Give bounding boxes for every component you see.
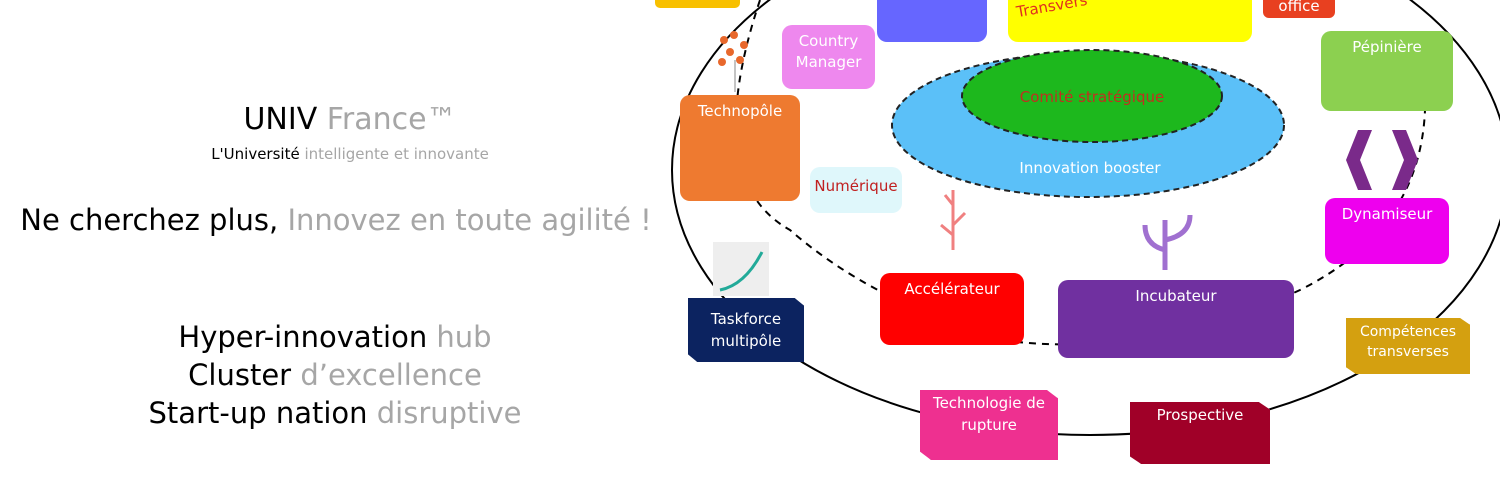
brand-main: UNIV — [243, 102, 318, 137]
incubateur-box[interactable]: Incubateur — [1058, 280, 1294, 358]
outer-circle — [671, 0, 1500, 436]
competences-tag[interactable]: Compétences transverses — [1346, 318, 1470, 374]
flowers-icon — [718, 31, 748, 92]
comite-ellipse — [961, 49, 1223, 143]
technologie-tag[interactable]: Technologie de rupture — [920, 390, 1058, 460]
slogan: Ne cherchez plus, Innovez en toute agili… — [0, 203, 672, 237]
prospective-tag[interactable]: Prospective — [1130, 402, 1270, 464]
hub-lines: Hyper-innovation hub Cluster d’excellenc… — [100, 318, 570, 432]
leaf-icon — [1142, 214, 1193, 270]
accelerateur-box[interactable]: Accélérateur — [880, 273, 1024, 345]
transversal-box[interactable]: Transvers — [1008, 0, 1252, 42]
pepiniere-box[interactable]: Pépinière — [1321, 31, 1453, 111]
yellow-box[interactable] — [655, 0, 740, 8]
graduates-image — [713, 242, 769, 296]
tagline-rest: intelligente et innovante — [304, 145, 489, 163]
dynamiseur-box[interactable]: Dynamiseur — [1325, 198, 1449, 264]
chevrons-icon — [1346, 130, 1418, 190]
tagline: L'Université intelligente et innovante — [120, 145, 580, 163]
country-manager-box[interactable]: Country Manager — [782, 25, 875, 89]
slogan-main: Ne cherchez plus, — [20, 203, 279, 237]
tagline-bold: L'Université — [211, 145, 300, 163]
line-main: Start-up nation — [148, 396, 368, 430]
sprout-icon — [940, 190, 967, 250]
technopole-box[interactable]: Technopôle — [680, 95, 800, 201]
line-main: Hyper-innovation — [178, 320, 428, 354]
line-rest: hub — [436, 320, 492, 354]
comite-label[interactable]: Comité stratégique — [1019, 88, 1165, 106]
line-rest: disruptive — [376, 396, 522, 430]
brand-title: UNIV France™ — [180, 102, 520, 137]
hub-line: Hyper-innovation hub — [100, 318, 570, 356]
blue-box[interactable] — [877, 0, 987, 42]
hub-line: Cluster d’excellence — [100, 356, 570, 394]
line-rest: d’excellence — [300, 358, 482, 392]
line-main: Cluster — [188, 358, 292, 392]
office-box[interactable]: office — [1263, 0, 1335, 18]
transversal-label: Transvers — [1014, 0, 1089, 22]
hub-line: Start-up nation disruptive — [100, 394, 570, 432]
booster-label[interactable]: Innovation booster — [1019, 159, 1161, 177]
numerique-box[interactable]: Numérique — [810, 167, 902, 213]
slogan-rest: Innovez en toute agilité ! — [287, 203, 652, 237]
taskforce-tag[interactable]: Taskforce multipôle — [688, 298, 804, 362]
brand-sub: France™ — [326, 102, 457, 137]
